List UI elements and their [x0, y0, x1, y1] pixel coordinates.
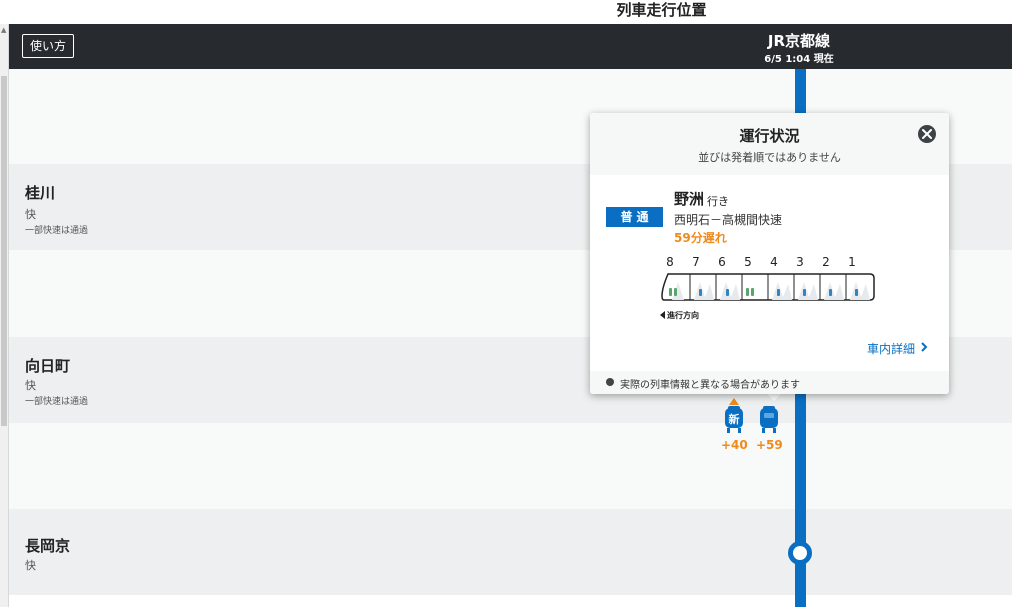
car-number: 6 — [718, 255, 726, 269]
train-car-diagram[interactable] — [660, 270, 876, 302]
station-node-icon — [788, 541, 812, 565]
left-scrollbar[interactable]: ▲ — [0, 24, 9, 607]
track-segment-band — [9, 595, 1012, 607]
scrollbar-thumb[interactable] — [1, 76, 7, 426]
car-numbers: 8 7 6 5 4 3 2 1 — [662, 255, 874, 271]
popup-footer: 実際の列車情報と異なる場合があります — [590, 371, 949, 394]
line-name: JR京都線 — [767, 32, 831, 50]
train-icon[interactable]: 新 — [724, 406, 744, 433]
popup-title: 運行状況 — [739, 127, 800, 145]
destination: 野洲 — [674, 190, 705, 208]
train-delay: +59 — [756, 438, 783, 452]
train-delay: +40 — [721, 438, 748, 452]
car-number: 5 — [744, 255, 752, 269]
train-icon[interactable] — [759, 406, 779, 433]
window-title: 列車走行位置 — [0, 0, 1023, 24]
train-type-badge: 普通 — [606, 207, 663, 227]
direction-indicator: 進行方向 — [660, 310, 699, 321]
car-number: 2 — [822, 255, 830, 269]
direction-arrow-icon — [660, 311, 665, 319]
car-detail-link[interactable]: 車内詳細 — [867, 342, 916, 356]
station-name: 長岡京 — [25, 537, 71, 555]
station-service: 快 — [25, 208, 36, 221]
station-service: 快 — [25, 379, 36, 392]
direction-up-icon — [729, 398, 739, 405]
popup-subtitle: 並びは発着順ではありません — [698, 151, 841, 164]
help-button[interactable]: 使い方 — [22, 34, 74, 58]
station-note: 一部快速は通過 — [25, 226, 89, 236]
destination-suffix: 行き — [707, 195, 729, 208]
station-service: 快 — [25, 559, 36, 572]
footer-note: 実際の列車情報と異なる場合があります — [620, 380, 800, 391]
popup-pointer — [766, 393, 782, 401]
station-name: 桂川 — [25, 184, 56, 202]
car-number: 1 — [848, 255, 856, 269]
station-name: 向日町 — [25, 357, 71, 375]
direction-label: 進行方向 — [667, 311, 699, 320]
car-number: 7 — [692, 255, 700, 269]
popup-header: 運行状況 並びは発着順ではありません — [590, 113, 949, 175]
app-header: 使い方 JR京都線 6/5 1:04 現在 — [9, 24, 1012, 69]
train-badge: 新 — [729, 412, 740, 426]
info-dot-icon — [606, 378, 614, 386]
update-timestamp: 6/5 1:04 現在 — [764, 54, 834, 65]
close-icon[interactable] — [918, 125, 936, 143]
car-number: 8 — [666, 255, 674, 269]
right-gutter — [1012, 24, 1023, 607]
route-note: 西明石－高槻間快速 — [674, 213, 783, 227]
car-number: 3 — [796, 255, 804, 269]
delay-status: 59分遅れ — [674, 231, 727, 245]
car-number: 4 — [770, 255, 778, 269]
track-segment-band — [9, 423, 1012, 509]
station-note: 一部快速は通過 — [25, 397, 89, 407]
train-status-popup: 運行状況 並びは発着順ではありません 普通 野洲 行き 西明石－高槻間快速 59… — [590, 113, 949, 394]
scroll-up-arrow-icon[interactable]: ▲ — [1, 26, 7, 34]
chevron-right-icon[interactable] — [920, 342, 928, 352]
station-row-nagaokakyo[interactable]: 長岡京 快 — [9, 509, 1012, 595]
